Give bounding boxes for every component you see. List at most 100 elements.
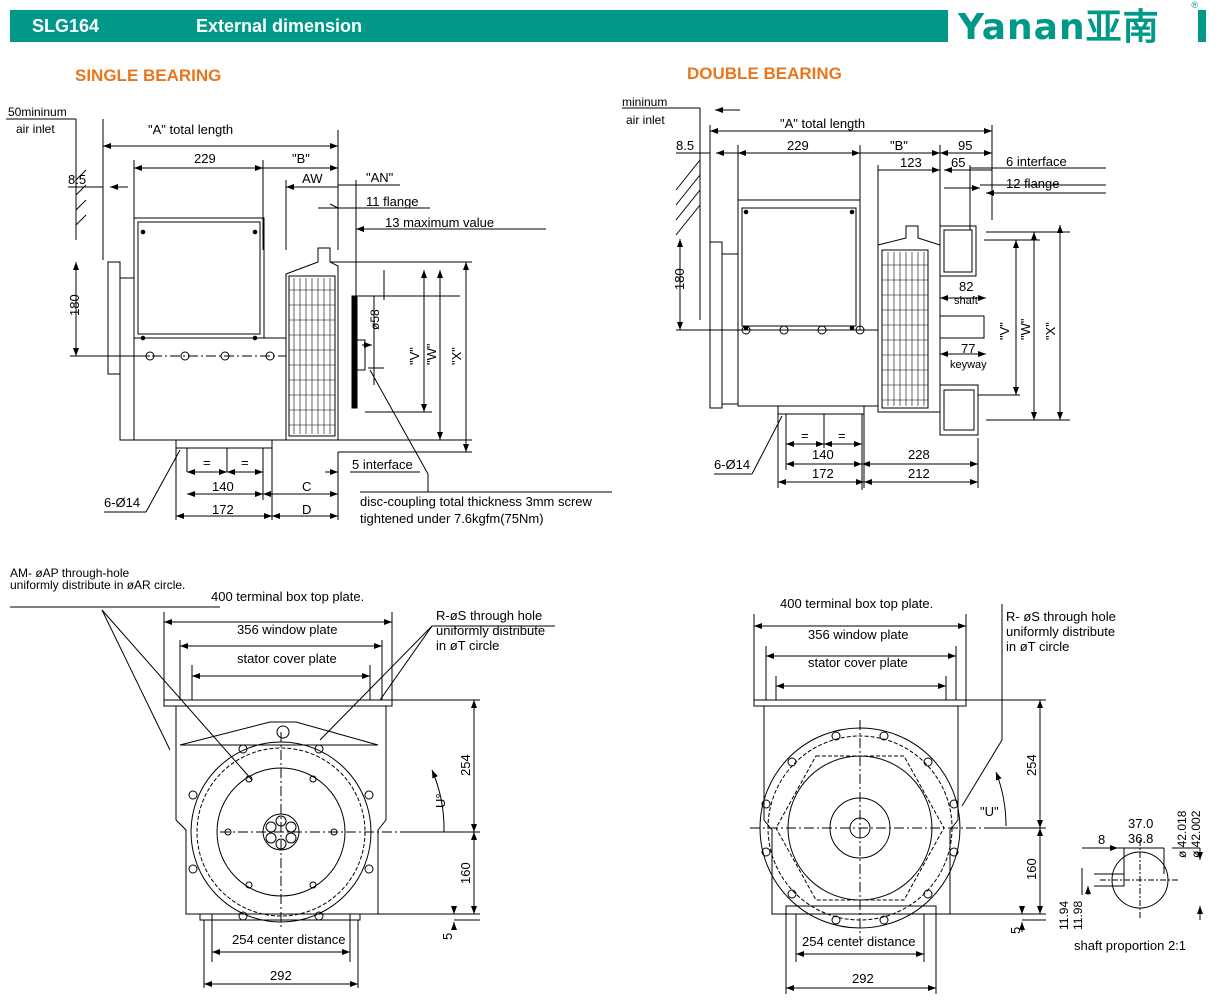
sd-dim-37-0: 37.0 [1128, 816, 1153, 831]
lv-r-note-1: R-øS through hole [436, 608, 542, 623]
logo-text: Yanan亚南 [958, 7, 1160, 48]
db-dim-8-5: 8.5 [676, 138, 694, 153]
sb-air-inlet-2: air inlet [16, 122, 55, 136]
sb-dim-8-5: 8.5 [68, 172, 86, 187]
db-eq-2: = [838, 428, 846, 443]
sd-proportion: shaft proportion 2:1 [1074, 938, 1186, 953]
sd-dim-11-98: 11.98 [1071, 901, 1085, 930]
sb-max-13: 13 maximum value [385, 215, 494, 230]
rv-r-note-2: uniformly distribute [1006, 624, 1115, 639]
sb-flange-11: 11 flange [366, 194, 419, 209]
right-end-labels: 400 terminal box top plate. 356 window p… [780, 596, 1116, 986]
sb-coupling-2: tightened under 7.6kgfm(75Nm) [360, 511, 544, 526]
db-dim-65: 65 [951, 155, 965, 170]
rv-dim-292: 292 [852, 971, 874, 986]
lv-angle-u: U° [433, 793, 448, 808]
rv-r-note-3: in øT circle [1006, 639, 1069, 654]
rv-window-plate: 356 window plate [808, 627, 908, 642]
db-dim-140: 140 [812, 447, 834, 462]
sb-dim-180: 180 [67, 294, 82, 316]
single-bearing-title: SINGLE BEARING [75, 66, 222, 85]
db-dim-b: "B" [890, 138, 908, 153]
db-keyway: keyway [950, 359, 987, 371]
page-title: External dimension [196, 16, 363, 36]
shaft-detail [1081, 840, 1203, 920]
sb-eq-1: = [203, 455, 211, 470]
rv-dim-160: 160 [1024, 858, 1039, 880]
db-dim-95: 95 [958, 138, 972, 153]
lv-r-note-2: uniformly distribute [436, 623, 545, 638]
db-a-total: "A" total length [780, 116, 865, 131]
registered-mark: ® [1191, 0, 1198, 10]
db-eq-1: = [801, 428, 809, 443]
lv-r-note-3: in øT circle [436, 638, 499, 653]
brand-logo: Yanan亚南 ® [948, 0, 1198, 48]
lv-am-note-1: AM- øAP through-hole [10, 566, 129, 580]
db-dim-82: 82 [959, 279, 973, 294]
rv-dim-254: 254 [1024, 754, 1039, 776]
sb-dim-140: 140 [212, 479, 234, 494]
lv-dim-292: 292 [270, 968, 292, 983]
sb-holes: 6-Ø14 [104, 495, 140, 510]
db-dim-228: 228 [908, 447, 930, 462]
sd-dia-1: ø 42.018 [1175, 810, 1189, 858]
rv-dim-5: 5 [1008, 927, 1023, 934]
sb-dim-172: 172 [212, 502, 234, 517]
sb-dim-x: "X" [449, 347, 464, 365]
rv-angle-u: "U" [980, 804, 999, 819]
db-interface-6: 6 interface [1006, 154, 1067, 169]
sb-dim-aw: AW [302, 171, 323, 186]
lv-top-plate: 400 terminal box top plate. [211, 589, 364, 604]
sd-dim-8: 8 [1098, 832, 1105, 847]
db-dim-w: "W" [1018, 318, 1033, 340]
db-dim-229: 229 [787, 138, 809, 153]
shaft-detail-labels: 37.0 36.8 ø 42.018 ø 42.002 8 11.94 11.9… [1057, 810, 1203, 953]
sd-dim-36-8: 36.8 [1128, 831, 1153, 846]
db-flange-12: 12 flange [1006, 176, 1060, 191]
db-dim-123: 123 [900, 155, 922, 170]
db-dim-77: 77 [961, 341, 975, 356]
lv-stator-cover: stator cover plate [237, 651, 337, 666]
double-bearing-view [622, 107, 1106, 490]
sb-dim-58: ø58 [368, 309, 382, 330]
sb-dim-b: "B" [292, 151, 310, 166]
sd-dia-2: ø 42.002 [1189, 810, 1203, 858]
lv-window-plate: 356 window plate [237, 622, 337, 637]
db-dim-v: "V" [997, 322, 1012, 340]
db-dim-180: 180 [672, 268, 687, 290]
db-holes: 6-Ø14 [714, 457, 750, 472]
right-end-view [750, 604, 1046, 994]
lv-am-note-2: uniformly distribute in øAR circle. [10, 578, 185, 592]
lv-dim-5: 5 [440, 933, 455, 940]
lv-dim-254: 254 [458, 754, 473, 776]
double-bearing-labels: mininum air inlet "A" total length 8.5 2… [622, 95, 1067, 481]
sb-dim-v: "V" [407, 347, 422, 365]
left-end-view [10, 606, 555, 988]
sd-dim-11-94: 11.94 [1057, 901, 1071, 930]
single-bearing-view [6, 118, 612, 520]
lv-center-distance: 254 center distance [232, 932, 345, 947]
sb-dim-d: D [302, 502, 311, 517]
sb-dim-c: C [302, 479, 311, 494]
db-air-inlet-2: air inlet [626, 113, 665, 127]
double-bearing-title: DOUBLE BEARING [687, 64, 842, 83]
db-shaft: shaft [954, 295, 978, 307]
db-air-inlet-1: mininum [622, 95, 667, 109]
left-end-labels: AM- øAP through-hole uniformly distribut… [10, 566, 545, 983]
sb-a-total: "A" total length [148, 122, 233, 137]
single-bearing-labels: 50mininum air inlet "A" total length 229… [8, 105, 593, 526]
sb-coupling-1: disc-coupling total thickness 3mm screw [360, 494, 593, 509]
db-dim-212: 212 [908, 466, 930, 481]
sb-air-inlet-1: 50mininum [8, 105, 67, 119]
sb-interface-5: 5 interface [352, 457, 413, 472]
model-number: SLG164 [32, 16, 100, 36]
db-dim-172: 172 [812, 466, 834, 481]
sb-dim-w: "W" [424, 343, 439, 365]
rv-top-plate: 400 terminal box top plate. [780, 596, 933, 611]
sb-dim-an: "AN" [366, 170, 394, 185]
sb-dim-229: 229 [194, 151, 216, 166]
lv-dim-160: 160 [458, 862, 473, 884]
rv-stator-cover: stator cover plate [808, 655, 908, 670]
rv-center-distance: 254 center distance [802, 934, 915, 949]
